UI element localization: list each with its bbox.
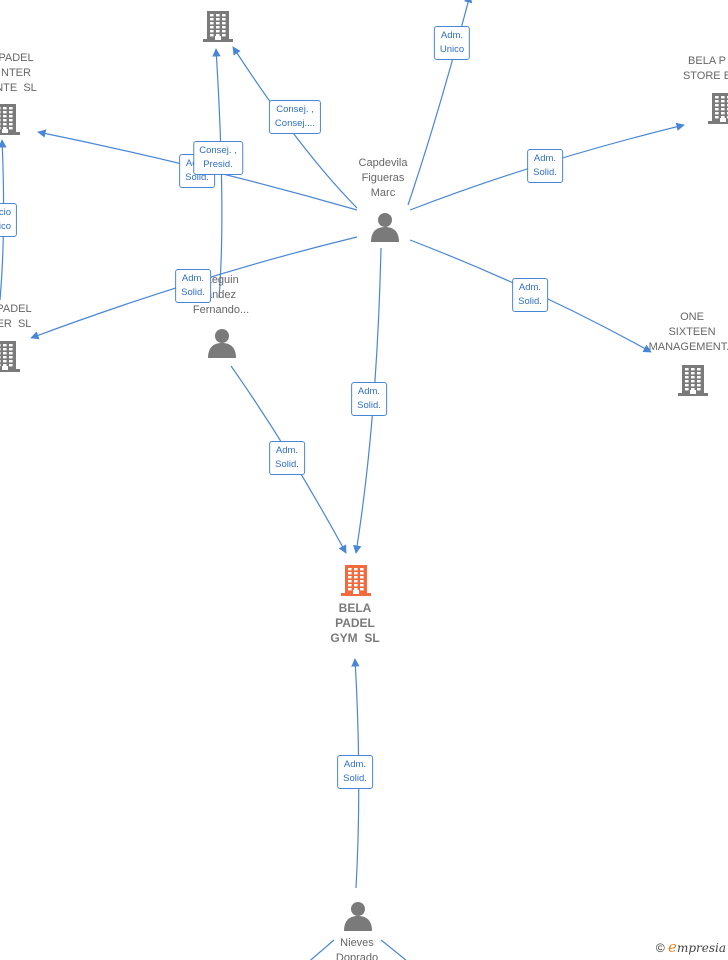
person-nieves-label[interactable]: Nieves Doprado	[335, 937, 379, 960]
brand-initial: e	[668, 938, 677, 956]
left-top-company-label[interactable]: PADEL NTER NTE SL	[0, 52, 37, 94]
edge-badge-capdevila-right-mid[interactable]: Adm. Solid.	[512, 278, 548, 312]
right-top-company-label[interactable]: BELA P STORE B	[682, 55, 728, 82]
edge-badge-capdevila-main[interactable]: Adm. Solid.	[351, 382, 387, 416]
edge-badge-fernando-main[interactable]: Adm. Solid.	[269, 441, 305, 475]
edge-badge-capdevila-offscreen[interactable]: Adm. Unico	[433, 26, 471, 60]
empresia-footer: © empresia	[656, 938, 726, 956]
edge-badge-capdevila-left-bottom[interactable]: Adm. Solid.	[175, 269, 211, 303]
edge-badge-capdevila-top[interactable]: Consej. , Consej....	[268, 100, 322, 134]
right-mid-company-label[interactable]: ONE SIXTEEN MANAGEMENT...	[648, 311, 728, 353]
edge-badge-capdevila-right-top[interactable]: Adm. Solid.	[527, 149, 563, 183]
edge-nieves-out-left	[309, 939, 335, 960]
person-fernando-label[interactable]: steguin andez Fernando...	[192, 274, 250, 316]
right-mid-company-icon[interactable]	[678, 362, 708, 401]
right-top-company-icon[interactable]	[708, 90, 728, 129]
main-company-icon[interactable]	[341, 562, 371, 601]
person-capdevila-icon[interactable]	[370, 212, 400, 247]
left-bottom-company-label[interactable]: PADEL ER SL	[0, 303, 32, 330]
person-fernando-icon[interactable]	[207, 328, 237, 363]
edge-badge-nieves-main[interactable]: Adm. Solid.	[337, 755, 373, 789]
main-company-label[interactable]: BELA PADEL GYM SL	[330, 601, 380, 645]
person-nieves-icon[interactable]	[343, 901, 373, 936]
edge-nieves-out-right	[380, 939, 407, 960]
edge-fernando-top	[212, 48, 223, 299]
edge-badge-fernando-top[interactable]: Consej. , Presid.	[193, 141, 243, 175]
edge-capdevila-top	[232, 46, 358, 209]
edge-badge-left-vertical[interactable]: cio ico	[0, 203, 18, 237]
copyright-icon: ©	[655, 941, 665, 955]
empresia-logo[interactable]: empresia	[668, 938, 726, 956]
edge-capdevila-offscreen	[407, 0, 473, 206]
person-capdevila-label[interactable]: Capdevila Figueras Marc	[358, 157, 408, 199]
left-bottom-company-icon[interactable]	[0, 338, 20, 377]
brand-rest: mpresia	[676, 941, 726, 955]
top-company-icon[interactable]	[203, 8, 233, 47]
left-top-company-icon[interactable]	[0, 101, 20, 140]
